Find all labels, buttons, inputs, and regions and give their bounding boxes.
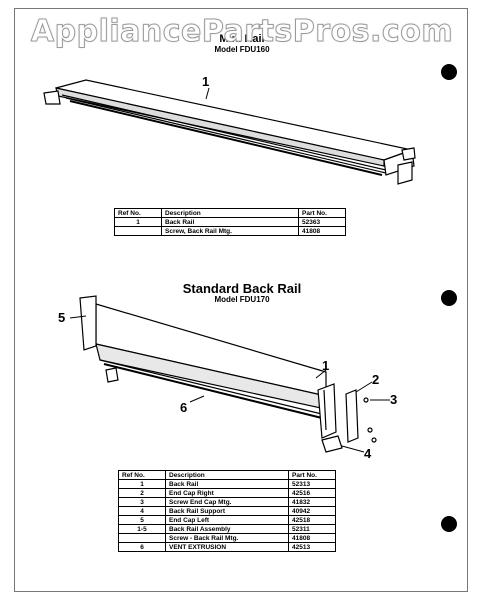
cell-description: End Cap Left	[165, 515, 289, 525]
cell-part: 42516	[288, 488, 336, 498]
leader-line	[205, 87, 210, 100]
table-header-row: Ref No. Description Part No.	[118, 470, 336, 480]
table-row: 1 Back Rail 52313	[118, 479, 336, 489]
callout-leaders	[69, 315, 390, 453]
callout-2: 2	[372, 372, 380, 387]
cell-description: Screw End Cap Mtg.	[165, 497, 289, 507]
standard-back-rail-heading: Standard Back Rail Model FDU170	[0, 282, 484, 304]
cell-part: 42513	[288, 542, 336, 552]
callout-5: 5	[58, 310, 66, 325]
cell-ref: 2	[118, 488, 166, 498]
section-title: Standard Back Rail	[182, 281, 302, 296]
cell-ref: 1	[118, 479, 166, 489]
watermark: AppliancePartsPros.com	[30, 14, 454, 50]
header-ref: Ref No.	[114, 208, 162, 218]
header-part: Part No.	[288, 470, 336, 480]
cell-part: 40942	[288, 506, 336, 516]
header-part: Part No.	[298, 208, 346, 218]
table-row: 2 End Cap Right 42516	[118, 488, 336, 498]
cell-description: End Cap Right	[165, 488, 289, 498]
cell-description: Back Rail Support	[165, 506, 289, 516]
table-row: Screw, Back Rail Mtg. 41808	[114, 226, 346, 236]
mini-rail-back-rail	[43, 79, 416, 185]
callout-1: 1	[202, 74, 210, 89]
callout-4: 4	[364, 446, 372, 461]
cell-part: 52311	[288, 524, 336, 534]
header-description: Description	[161, 208, 299, 218]
table-row: 1-5 Back Rail Assembly 52311	[118, 524, 336, 534]
page-frame	[14, 8, 468, 592]
table-row: 4 Back Rail Support 40942	[118, 506, 336, 516]
section-title: Mini Rail	[219, 33, 265, 45]
table-header-row: Ref No. Description Part No.	[114, 208, 346, 218]
table-row: 1 Back Rail 52363	[114, 217, 346, 227]
cell-description: Back Rail	[161, 217, 299, 227]
callout-6: 6	[180, 400, 188, 415]
table-row: 6 VENT EXTRUSION 42513	[118, 542, 336, 552]
cell-part: 41808	[298, 226, 346, 236]
header-ref: Ref No.	[118, 470, 166, 480]
standard-back-rail	[79, 295, 377, 453]
cell-description: Back Rail	[165, 479, 289, 489]
table-row: 5 End Cap Left 42518	[118, 515, 336, 525]
standard-back-rail-parts-table: Ref No. Description Part No. 1 Back Rail…	[118, 470, 336, 552]
cell-ref: 1-5	[118, 524, 166, 534]
binder-hole-icon	[441, 64, 457, 80]
header-description: Description	[165, 470, 289, 480]
cell-description: VENT EXTRUSION	[165, 542, 289, 552]
cell-description: Screw, Back Rail Mtg.	[161, 226, 299, 236]
cell-ref	[118, 533, 166, 543]
binder-hole-icon	[441, 516, 457, 532]
cell-part: 52363	[298, 217, 346, 227]
table-row: Screw - Back Rail Mtg. 41808	[118, 533, 336, 543]
section-model: Model FDU170	[214, 294, 270, 304]
cell-part: 42518	[288, 515, 336, 525]
cell-ref: 5	[118, 515, 166, 525]
callout-3: 3	[390, 392, 398, 407]
cell-description: Back Rail Assembly	[165, 524, 289, 534]
cell-part: 41808	[288, 533, 336, 543]
mini-rail-parts-table: Ref No. Description Part No. 1 Back Rail…	[114, 208, 346, 236]
cell-ref: 4	[118, 506, 166, 516]
binder-hole-icon	[441, 290, 457, 306]
table-row: 3 Screw End Cap Mtg. 41832	[118, 497, 336, 507]
cell-ref	[114, 226, 162, 236]
cell-description: Screw - Back Rail Mtg.	[165, 533, 289, 543]
section-model: Model FDU160	[214, 44, 270, 54]
cell-ref: 6	[118, 542, 166, 552]
cell-part: 41832	[288, 497, 336, 507]
cell-ref: 1	[114, 217, 162, 227]
cell-part: 52313	[288, 479, 336, 489]
cell-ref: 3	[118, 497, 166, 507]
callout-1: 1	[322, 358, 330, 373]
mini-rail-heading: Mini Rail Model FDU160	[0, 33, 484, 54]
